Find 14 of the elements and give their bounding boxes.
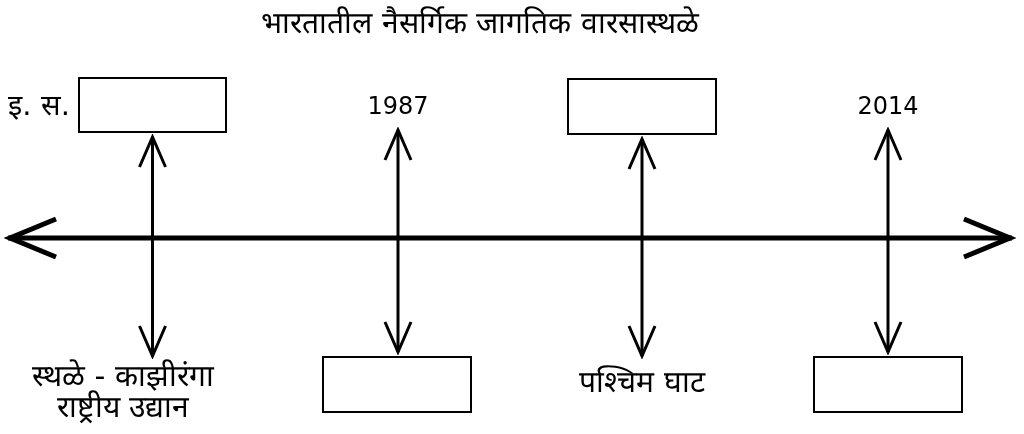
- era-label: इ. स.: [7, 88, 70, 122]
- timeline-label: स्थळे - काझीरंगा राष्ट्रीय उद्यान: [13, 360, 233, 422]
- answer-box: [78, 77, 227, 133]
- double-arrow: [627, 137, 657, 358]
- double-arrow: [383, 128, 413, 354]
- double-arrow: [138, 135, 167, 358]
- double-arrow: [873, 128, 903, 354]
- diagram-title: भारतातील नैसर्गिक जागतिक वारसास्थळे: [260, 4, 701, 42]
- answer-box: [322, 356, 472, 413]
- answer-box: [813, 356, 963, 413]
- answer-box: [567, 78, 717, 135]
- timeline-label: 2014: [838, 86, 938, 126]
- timeline-label: पश्चिम घाट: [542, 360, 742, 404]
- timeline-label: 1987: [348, 86, 448, 126]
